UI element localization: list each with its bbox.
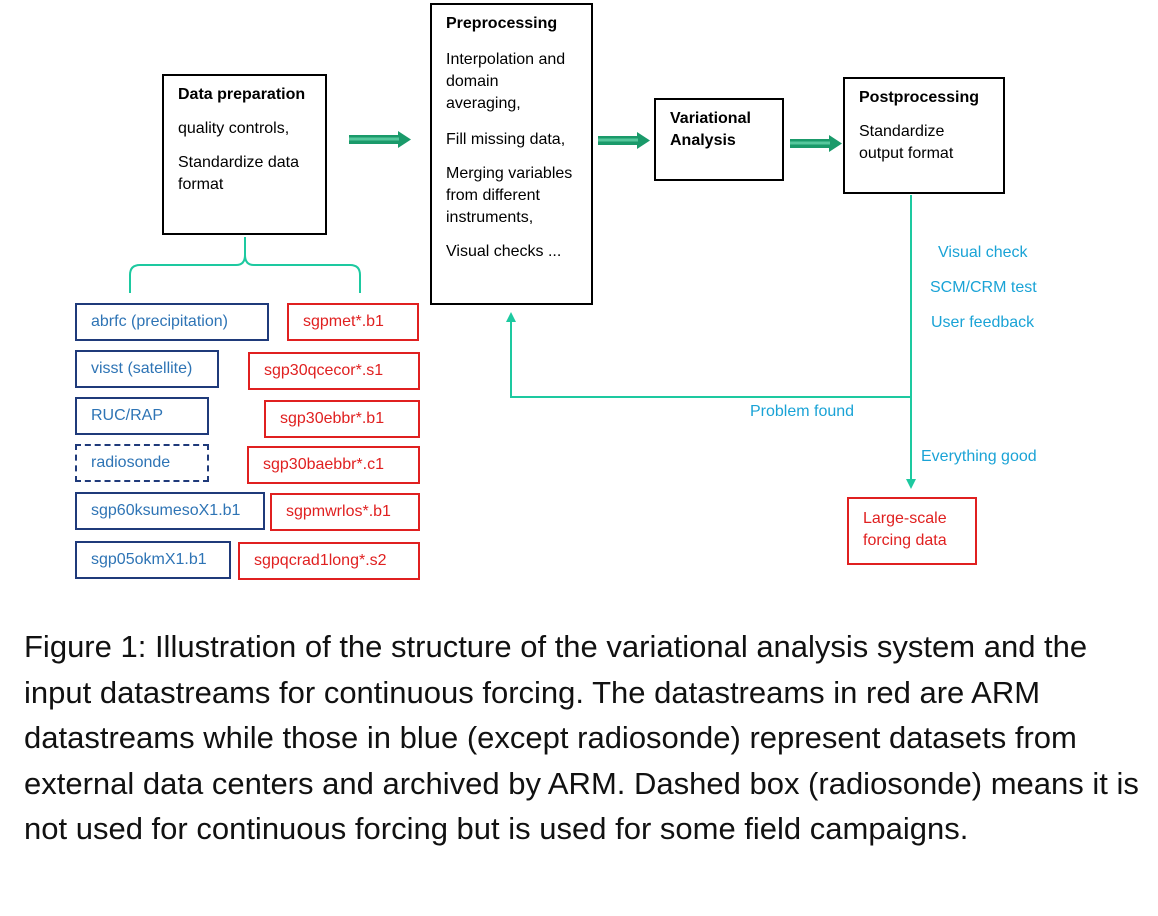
datastream-label: sgp30ebbr*.b1 — [280, 410, 385, 427]
datastream-red: sgp30baebbr*.c1 — [247, 446, 420, 484]
datastream-blue-dashed: radiosonde — [75, 444, 209, 482]
grouping-brace — [129, 237, 361, 293]
flow-arrow-to-variational — [598, 132, 650, 149]
datastream-label: sgp05okmX1.b1 — [91, 551, 207, 568]
datastream-label: RUC/RAP — [91, 407, 164, 424]
data-preparation-line: quality controls, — [178, 120, 290, 137]
datastream-blue: visst (satellite) — [75, 350, 219, 388]
user-feedback-label: User feedback — [931, 314, 1035, 331]
preprocessing-line: Merging variables from different instrum… — [446, 165, 573, 226]
datastream-red: sgp30ebbr*.b1 — [264, 400, 420, 438]
large-scale-forcing-box: Large-scale forcing data — [847, 497, 977, 565]
visual-check-label: Visual check — [938, 244, 1028, 261]
datastream-label: sgp30baebbr*.c1 — [263, 456, 384, 473]
preprocessing-line: Fill missing data, — [446, 131, 566, 148]
problem-found-label: Problem found — [750, 403, 855, 420]
large-scale-forcing-text: Large-scale forcing data — [863, 510, 947, 549]
datastream-label: sgp30qcecor*.s1 — [264, 362, 384, 379]
flow-arrow-to-postprocessing — [790, 135, 842, 152]
postprocessing-title: Postprocessing — [859, 89, 980, 106]
datastream-red: sgpqcrad1long*.s2 — [238, 542, 420, 580]
datastream-label: sgpmet*.b1 — [303, 313, 384, 330]
datastream-blue: sgp05okmX1.b1 — [75, 541, 231, 579]
datastream-label: sgpmwrlos*.b1 — [286, 503, 391, 520]
caption-text: Figure 1: Illustration of the structure … — [24, 629, 1139, 847]
datastream-blue: sgp60ksumesoX1.b1 — [75, 492, 265, 530]
postprocessing-line: Standardize output format — [859, 123, 954, 162]
preprocessing-line: Interpolation and domain averaging, — [446, 51, 566, 112]
data-preparation-title: Data preparation — [178, 86, 306, 103]
flow-diagram: Data preparation quality controls, Stand… — [75, 3, 1037, 580]
datastream-label: sgpqcrad1long*.s2 — [254, 552, 387, 569]
datastream-red: sgpmet*.b1 — [287, 303, 419, 341]
flow-arrow-to-preprocessing — [349, 131, 411, 148]
postprocessing-box: Postprocessing Standardize output format — [843, 77, 1005, 194]
datastream-red: sgp30qcecor*.s1 — [248, 352, 420, 390]
variational-analysis-box: Variational Analysis — [654, 98, 784, 181]
scm-crm-test-label: SCM/CRM test — [930, 279, 1037, 296]
data-preparation-box: Data preparation quality controls, Stand… — [162, 74, 327, 235]
everything-good-label: Everything good — [921, 448, 1037, 465]
datastream-label: visst (satellite) — [91, 360, 193, 377]
datastream-blue: abrfc (precipitation) — [75, 303, 269, 341]
figure-caption: Figure 1: Illustration of the structure … — [24, 624, 1144, 852]
datastream-label: sgp60ksumesoX1.b1 — [91, 502, 241, 519]
datastream-blue: RUC/RAP — [75, 397, 209, 435]
datastream-red: sgpmwrlos*.b1 — [270, 493, 420, 531]
preprocessing-box: Preprocessing Interpolation and domain a… — [430, 3, 593, 305]
variational-analysis-title: Variational Analysis — [670, 110, 751, 149]
preprocessing-line: Visual checks ... — [446, 243, 562, 260]
data-preparation-line: Standardize data format — [178, 154, 299, 193]
datastream-label: radiosonde — [91, 454, 171, 471]
problem-found-line — [506, 312, 911, 398]
preprocessing-title: Preprocessing — [446, 15, 558, 32]
datastream-label: abrfc (precipitation) — [91, 313, 228, 330]
